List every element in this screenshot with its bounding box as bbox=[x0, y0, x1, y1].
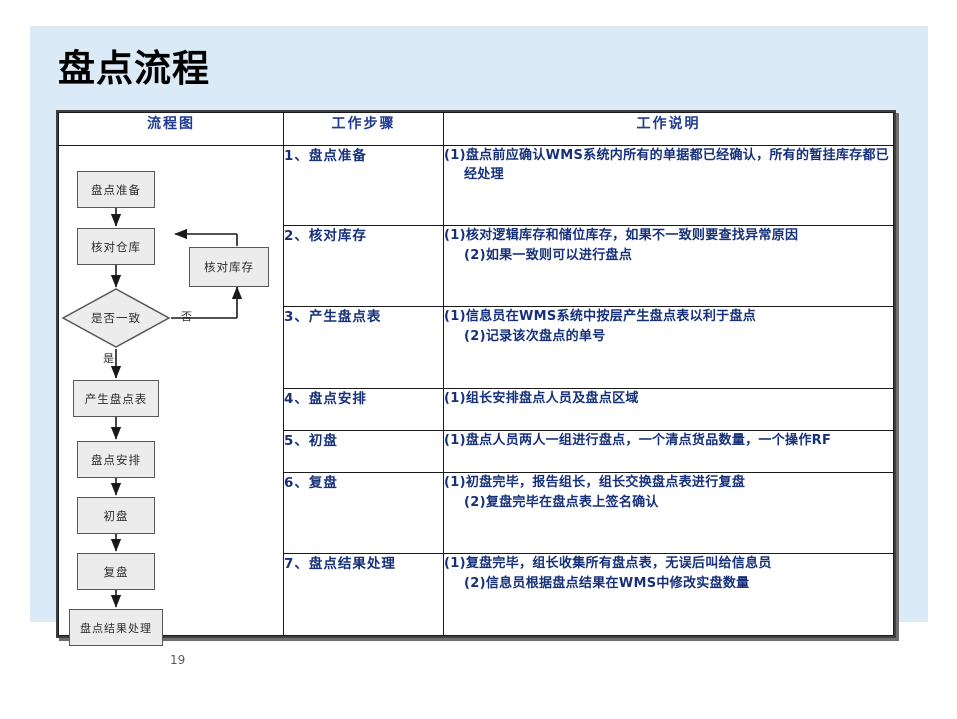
description-cell: (1)核对逻辑库存和储位库存，如果不一致则要查找异常原因 (2)如果一致则可以进… bbox=[443, 224, 894, 308]
flow-node-recount[interactable]: 复盘 bbox=[77, 553, 155, 590]
step-cell: 1、盘点准备 bbox=[283, 145, 444, 226]
flow-node-label: 复盘 bbox=[103, 564, 129, 579]
column-header-flowchart: 流程图 bbox=[58, 112, 284, 146]
description-line: (1)核对逻辑库存和储位库存，如果不一致则要查找异常原因 bbox=[444, 227, 799, 243]
flowchart-cell: 盘点准备 核对仓库 核对库存 bbox=[58, 145, 284, 646]
description-line: (2)记录该次盘点的单号 bbox=[464, 329, 606, 345]
flow-node-decision-consistent[interactable]: 是否一致 bbox=[61, 287, 171, 349]
page-number: 19 bbox=[170, 653, 186, 667]
step-cell: 2、核对库存 bbox=[283, 224, 444, 308]
flow-node-check-warehouse[interactable]: 核对仓库 bbox=[77, 228, 155, 265]
table-row: 5、初盘 (1)盘点人员两人一组进行盘点，一个清点货品数量，一个操作RF bbox=[59, 429, 894, 473]
flow-node-first-count[interactable]: 初盘 bbox=[77, 497, 155, 534]
table-row: 2、核对库存 (1)核对逻辑库存和储位库存，如果不一致则要查找异常原因 (2)如… bbox=[59, 224, 894, 308]
table-row: 盘点准备 核对仓库 核对库存 bbox=[58, 145, 894, 646]
flow-node-label: 产生盘点表 bbox=[84, 391, 148, 406]
description-cell: (1)信息员在WMS系统中按层产生盘点表以利于盘点 (2)记录该次盘点的单号 bbox=[443, 306, 894, 389]
table-header-row: 流程图 工作步骤 工作说明 bbox=[58, 112, 894, 146]
table-header: 流程图 工作步骤 工作说明 bbox=[58, 112, 894, 146]
description-cell: (1)盘点人员两人一组进行盘点，一个清点货品数量，一个操作RF bbox=[443, 429, 894, 473]
description-cell: (1)盘点前应确认WMS系统内所有的单据都已经确认，所有的暂挂库存都已经处理 bbox=[443, 145, 894, 226]
diamond-icon bbox=[61, 288, 171, 348]
flow-node-label: 盘点准备 bbox=[91, 182, 141, 197]
description-cell: (1)初盘完毕，报告组长，组长交换盘点表进行复盘 (2)复盘完毕在盘点表上签名确… bbox=[443, 471, 894, 555]
flowchart-canvas: 盘点准备 核对仓库 核对库存 bbox=[59, 146, 284, 646]
flow-node-check-inventory[interactable]: 核对库存 bbox=[189, 247, 269, 287]
step-cell: 6、复盘 bbox=[283, 471, 444, 555]
description-line: (1)信息员在WMS系统中按层产生盘点表以利于盘点 bbox=[444, 309, 757, 325]
process-table-container: 流程图 工作步骤 工作说明 bbox=[56, 110, 896, 646]
description-line: (2)如果一致则可以进行盘点 bbox=[464, 247, 633, 263]
flow-node-label: 核对库存 bbox=[204, 260, 254, 274]
description-cell: (1)组长安排盘点人员及盘点区域 bbox=[443, 387, 894, 431]
column-header-steps: 工作步骤 bbox=[283, 112, 444, 146]
description-cell: (1)复盘完毕，组长收集所有盘点表，无误后叫给信息员 (2)信息员根据盘点结果在… bbox=[443, 553, 894, 636]
flow-node-generate-sheet[interactable]: 产生盘点表 bbox=[73, 380, 159, 417]
table-row: 4、盘点安排 (1)组长安排盘点人员及盘点区域 bbox=[59, 387, 894, 431]
step-cell: 5、初盘 bbox=[283, 429, 444, 473]
process-table: 流程图 工作步骤 工作说明 bbox=[58, 112, 894, 646]
flowchart-connectors bbox=[110, 208, 243, 608]
page-title: 盘点流程 bbox=[58, 46, 210, 90]
flow-node-label: 盘点结果处理 bbox=[80, 621, 152, 635]
table-row: 6、复盘 (1)初盘完毕，报告组长，组长交换盘点表进行复盘 (2)复盘完毕在盘点… bbox=[59, 471, 894, 555]
flow-node-prepare[interactable]: 盘点准备 bbox=[77, 171, 155, 208]
description-line: (2)复盘完毕在盘点表上签名确认 bbox=[464, 494, 659, 510]
description-line: (1)组长安排盘点人员及盘点区域 bbox=[444, 390, 639, 406]
flow-node-arrange[interactable]: 盘点安排 bbox=[77, 441, 155, 478]
table-body: 盘点准备 核对仓库 核对库存 bbox=[58, 145, 894, 646]
flow-node-label: 盘点安排 bbox=[91, 452, 141, 467]
description-line: (2)信息员根据盘点结果在WMS中修改实盘数量 bbox=[464, 576, 750, 592]
table-row: 3、产生盘点表 (1)信息员在WMS系统中按层产生盘点表以利于盘点 (2)记录该… bbox=[59, 306, 894, 389]
slide-canvas: 盘点流程 流程图 工作步骤 工作说明 bbox=[30, 26, 928, 646]
edge-label-no: 否 bbox=[181, 310, 192, 323]
edge-label-yes: 是 bbox=[103, 352, 114, 365]
description-line: (1)初盘完毕，报告组长，组长交换盘点表进行复盘 bbox=[444, 474, 746, 490]
description-line: (1)盘点人员两人一组进行盘点，一个清点货品数量，一个操作RF bbox=[444, 432, 832, 448]
flow-node-label: 是否一致 bbox=[91, 311, 141, 325]
flow-node-label: 初盘 bbox=[103, 508, 129, 523]
step-cell: 7、盘点结果处理 bbox=[283, 553, 444, 636]
description-line: (1)复盘完毕，组长收集所有盘点表，无误后叫给信息员 bbox=[444, 556, 772, 572]
step-cell: 4、盘点安排 bbox=[283, 387, 444, 431]
description-line: (1)盘点前应确认WMS系统内所有的单据都已经确认，所有的暂挂库存都已经处理 bbox=[444, 148, 890, 182]
flow-node-result-handling[interactable]: 盘点结果处理 bbox=[69, 609, 163, 646]
step-cell: 3、产生盘点表 bbox=[283, 306, 444, 389]
table-row: 7、盘点结果处理 (1)复盘完毕，组长收集所有盘点表，无误后叫给信息员 (2)信… bbox=[59, 553, 894, 636]
flow-node-label: 核对仓库 bbox=[91, 239, 141, 254]
column-header-description: 工作说明 bbox=[443, 112, 894, 146]
